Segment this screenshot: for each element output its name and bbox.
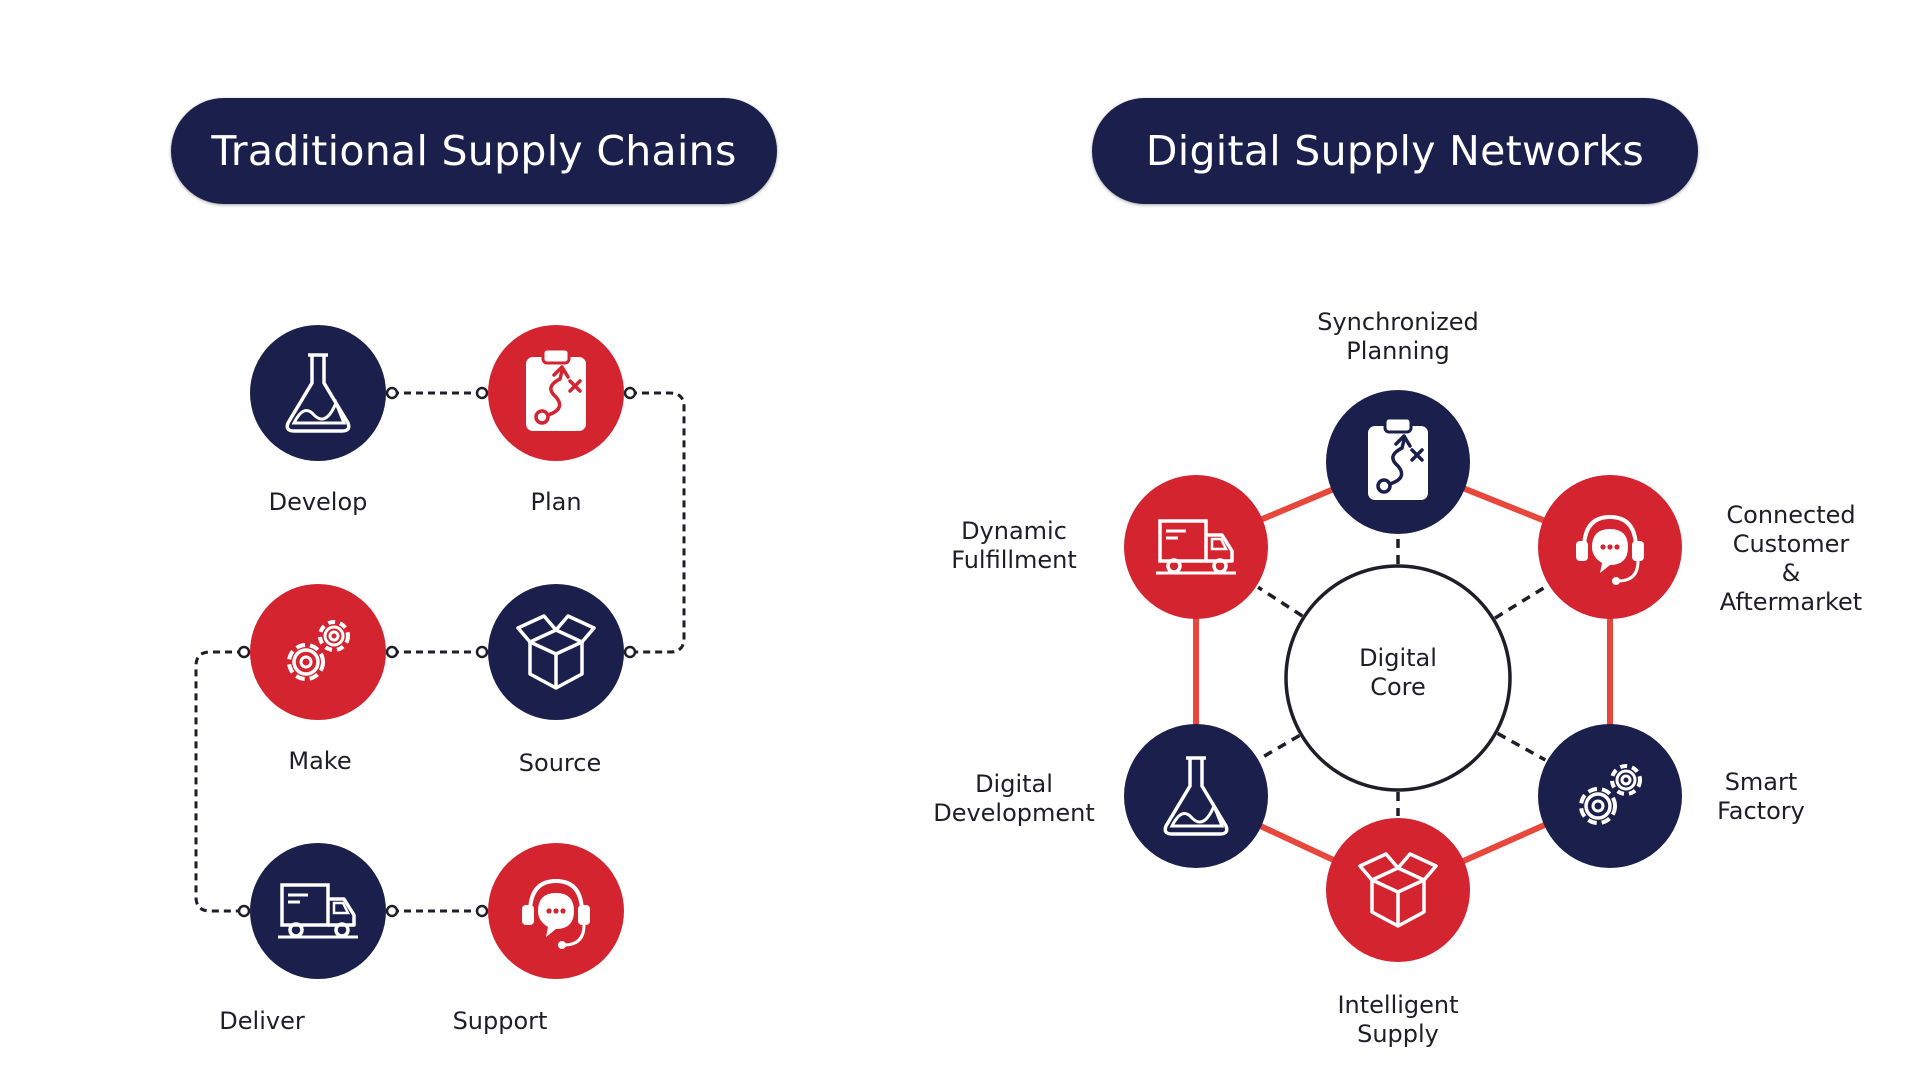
step-label-deliver: Deliver [219,1007,305,1035]
link-dot [385,386,399,400]
node-label-connected-customer: Connected Customer & Aftermarket [1719,501,1863,616]
link-dot [475,386,489,400]
traditional-title: Traditional Supply Chains [211,127,737,175]
step-label-make: Make [288,747,352,775]
link-dot [475,904,489,918]
digital-title: Digital Supply Networks [1145,127,1645,175]
link-dot [237,904,251,918]
clipboard-strategy-icon [1366,416,1430,502]
step-deliver-circle [250,843,386,979]
digital-core-label: Digital Core [1359,644,1437,701]
step-plan [488,325,624,461]
link-dot [237,645,251,659]
step-label-develop: Develop [268,488,368,516]
link-dot [475,645,489,659]
step-support [488,843,624,979]
node-label-digital-development: Digital Development [933,770,1095,827]
step-label-support: Support [452,1007,548,1035]
step-label-plan: Plan [530,488,582,516]
chain-bend-right [630,391,686,654]
step-source-circle [488,584,624,720]
core-spoke [1257,585,1304,618]
core-spoke [1259,733,1301,761]
node-synchronized-planning [1326,390,1470,534]
step-label-source: Source [518,749,602,777]
step-make-circle [250,584,386,720]
node-layer [250,325,1682,979]
step-make [250,584,386,720]
node-digital-development-circle [1124,724,1268,868]
core-spoke [1494,584,1548,620]
traditional-title-pill: Traditional Supply Chains [171,98,777,204]
step-develop [250,325,386,461]
clipboard-strategy-icon [524,347,588,433]
step-source [488,584,624,720]
node-digital-development [1124,724,1268,868]
core-spoke [1496,731,1547,762]
digital-core-circle [1284,564,1512,792]
link-dot [385,645,399,659]
node-intelligent-supply-circle [1326,818,1470,962]
node-intelligent-supply [1326,818,1470,962]
link-dot [623,645,637,659]
node-label-smart-factory: Smart Factory [1717,768,1805,825]
node-connected-customer [1538,475,1682,619]
chain-bend-left [194,650,244,913]
link-dot [385,904,399,918]
node-label-synchronized-planning: Synchronized Planning [1317,308,1479,365]
step-develop-circle [250,325,386,461]
node-label-intelligent-supply: Intelligent Supply [1337,991,1459,1048]
node-dynamic-fulfillment-circle [1124,475,1268,619]
link-dot [623,386,637,400]
digital-title-pill: Digital Supply Networks [1092,98,1698,204]
step-deliver [250,843,386,979]
node-smart-factory [1538,724,1682,868]
node-label-dynamic-fulfillment: Dynamic Fulfillment [951,517,1077,574]
node-smart-factory-circle [1538,724,1682,868]
node-dynamic-fulfillment [1124,475,1268,619]
